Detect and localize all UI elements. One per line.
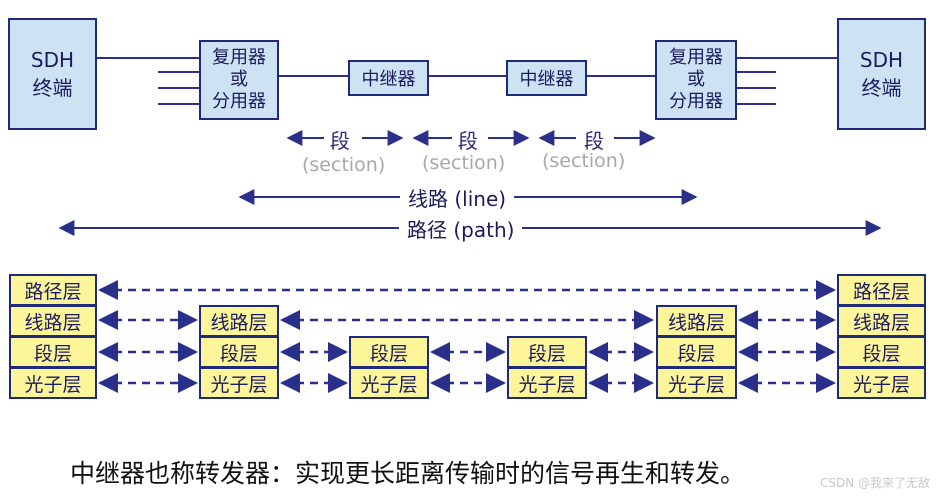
layer-section-left: 段层 [9, 336, 97, 368]
repeater-2: 中继器 [506, 60, 587, 96]
section-label-1: 段 [330, 129, 350, 153]
layer-photon-repeater-2: 光子层 [507, 367, 587, 399]
layer-line-right: 线路层 [837, 305, 926, 337]
layer-section-mux-right: 段层 [656, 336, 737, 368]
section-sub-2: (section) [422, 152, 506, 174]
layer-line-mux-left: 线路层 [199, 305, 279, 337]
watermark: CSDN @我来了无敌 [819, 476, 930, 490]
layer-section-repeater-1: 段层 [349, 336, 429, 368]
layer-path-right: 路径层 [837, 274, 926, 306]
layer-section-right: 段层 [837, 336, 926, 368]
layer-line-mux-right: 线路层 [656, 305, 737, 337]
layer-photon-mux-right: 光子层 [656, 367, 737, 399]
section-label-3: 段 [584, 129, 604, 153]
layer-path-left: 路径层 [9, 274, 97, 306]
repeater-1: 中继器 [348, 60, 429, 96]
layer-section-mux-left: 段层 [199, 336, 279, 368]
layer-line-left: 线路层 [9, 305, 97, 337]
caption: 中继器也称转发器：实现更长距离传输时的信号再生和转发。 [70, 459, 746, 488]
line-span-label: 线路 (line) [400, 183, 515, 212]
layer-section-repeater-2: 段层 [507, 336, 587, 368]
section-sub-1: (section) [302, 154, 386, 176]
layer-photon-repeater-1: 光子层 [349, 367, 429, 399]
layer-photon-right: 光子层 [837, 367, 926, 399]
path-span-label: 路径 (path) [399, 214, 523, 243]
section-label-2: 段 [458, 129, 478, 153]
sdh-terminal-right: SDH 终端 [837, 18, 926, 130]
multiplexer-left: 复用器 或 分用器 [199, 40, 279, 120]
sdh-terminal-left: SDH 终端 [8, 18, 97, 130]
section-sub-3: (section) [542, 150, 626, 172]
multiplexer-right: 复用器 或 分用器 [655, 40, 737, 120]
layer-photon-mux-left: 光子层 [199, 367, 279, 399]
layer-photon-left: 光子层 [9, 367, 97, 399]
